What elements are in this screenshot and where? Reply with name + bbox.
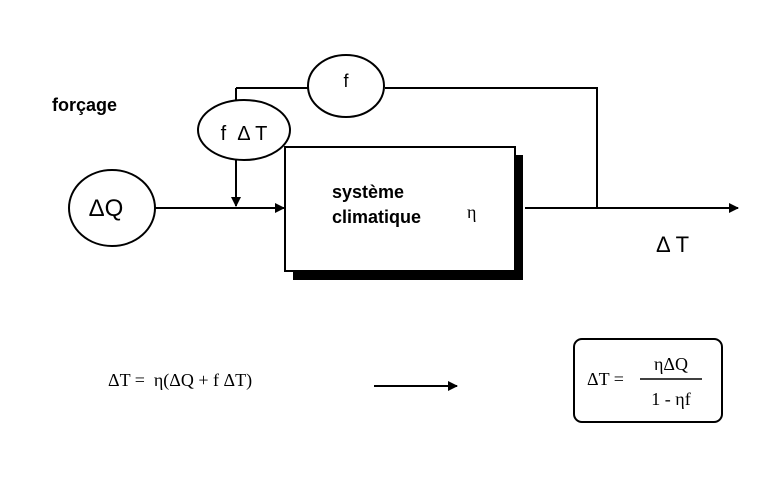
climate-system-box: [284, 146, 516, 272]
result-lhs: ΔT =: [587, 369, 624, 389]
f-delta-t-node: [197, 99, 291, 161]
eta-symbol: η: [467, 202, 476, 222]
forcing-label: forçage: [52, 95, 117, 115]
output-delta-t-label: Δ T: [656, 232, 689, 257]
system-label-line1: système: [332, 182, 404, 202]
f-delta-t-label: f Δ T: [221, 123, 268, 145]
feedback-f-node: [307, 54, 385, 118]
feedback-loop-line: [385, 87, 598, 208]
delta-q-label: ΔQ: [89, 195, 124, 222]
feedback-f-label: f: [343, 71, 349, 91]
linear-equation: ΔT = η(ΔQ + f ΔT): [108, 370, 252, 391]
result-box: [573, 338, 723, 423]
result-numerator: ηΔQ: [654, 354, 688, 374]
system-label-line2: climatique: [332, 207, 421, 227]
result-denominator: 1 - ηf: [651, 389, 690, 409]
